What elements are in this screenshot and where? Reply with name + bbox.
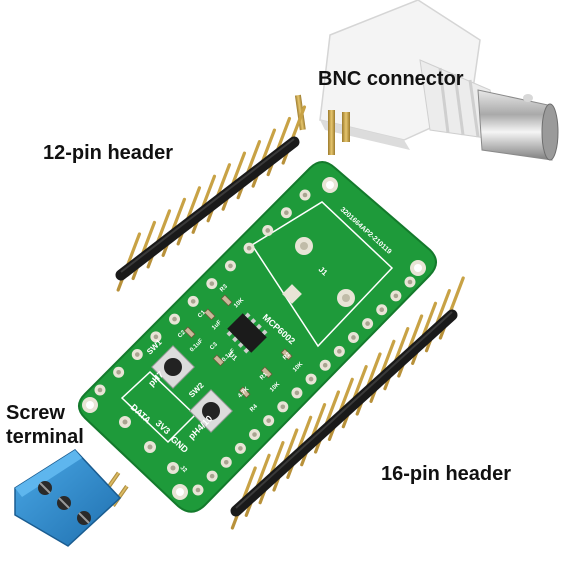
label-bnc-connector: BNC connector bbox=[318, 68, 464, 90]
label-u1: U1 bbox=[227, 351, 238, 362]
label-r4: R4 bbox=[249, 403, 259, 413]
ic-chip bbox=[226, 312, 268, 354]
header-12-pin bbox=[115, 105, 307, 292]
label-12-pin-header: 12-pin header bbox=[43, 142, 174, 164]
label-c3: C3 bbox=[209, 341, 219, 351]
label-r1: R1 bbox=[259, 371, 269, 381]
label-c2: C2 bbox=[177, 329, 187, 339]
pcb-board: 3201664AP2-210119 J1 MCP6002 U1 SW1 pH7 … bbox=[78, 161, 437, 513]
label-16-pin-header: 16-pin header bbox=[381, 463, 512, 485]
label-screw-terminal: Screw terminal bbox=[6, 402, 84, 448]
screw-terminal bbox=[14, 449, 129, 547]
label-j2: J2 bbox=[179, 465, 188, 474]
bnc-connector bbox=[294, 0, 559, 161]
smd-components bbox=[183, 294, 293, 399]
button-sw1 bbox=[151, 345, 195, 389]
label-c1: C1 bbox=[197, 309, 207, 319]
label-r2: R2 bbox=[282, 351, 292, 361]
label-r3: R3 bbox=[219, 283, 229, 293]
button-sw2 bbox=[189, 389, 233, 433]
header-16-pin bbox=[230, 276, 465, 530]
